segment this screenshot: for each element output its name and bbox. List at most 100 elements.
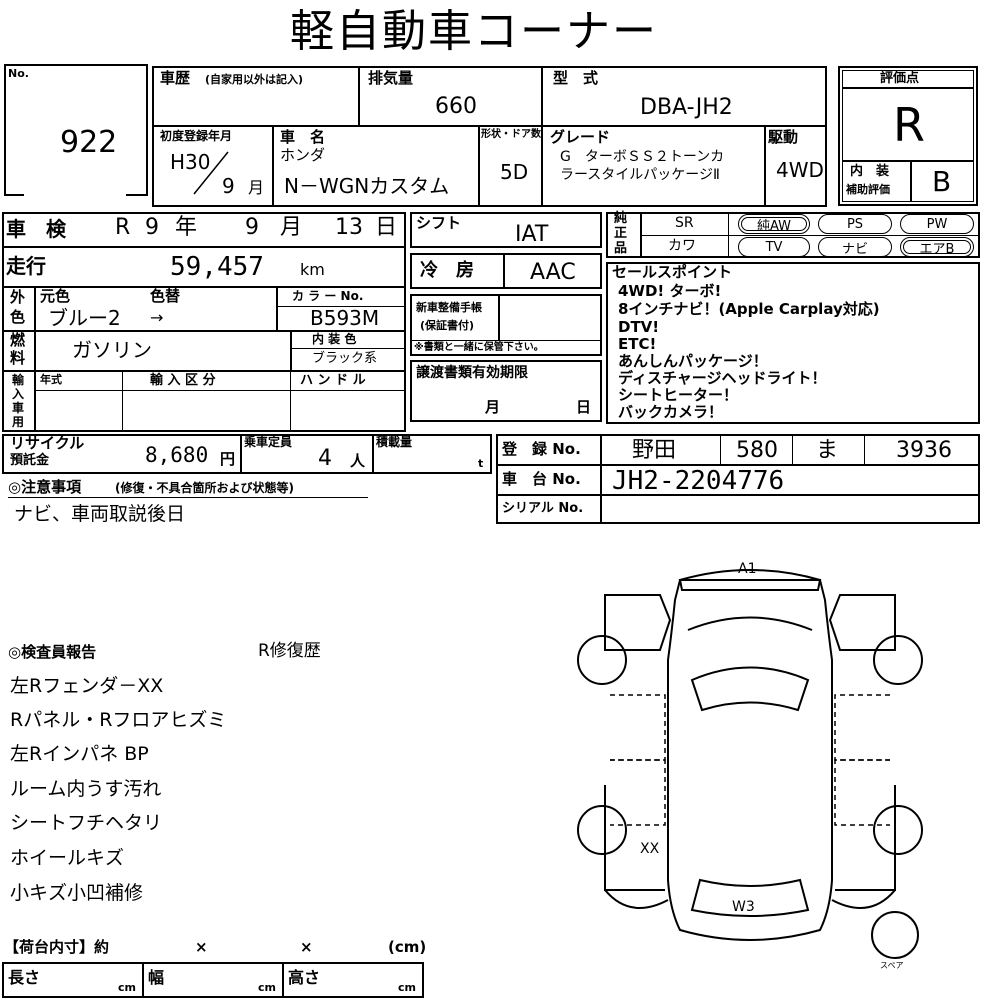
exterior-color-label-2: 色 [10,308,26,326]
color-code-label: カ ラ ー No. [292,289,364,303]
option-leather: カワ [668,238,696,254]
cargo-length-unit: cm [118,981,136,994]
drive-value: 4WD [776,158,824,182]
import-label-3: 車 [12,401,25,415]
model-label: 型 式 [553,69,599,87]
sales-point-1: 4WD! ターボ! [618,282,722,300]
diagram-spare-label: スペア [880,961,904,970]
inspection-day-unit: 日 [375,215,398,240]
interior-color-value: ブラック系 [312,351,378,366]
options-label-1: 純 [614,211,628,226]
registration-class: 580 [736,438,778,463]
history-note: (自家用以外は記入) [205,73,304,86]
interior-eval-label-2: 補助評価 [846,183,890,196]
orig-color-label: 元色 [40,287,71,305]
sales-point-6: ディスチャージヘッドライト！ [618,369,827,387]
registration-number: 3936 [896,438,952,463]
sales-point-2: 8インチナビ！(Apple Carplay対応) [618,300,880,318]
import-category-label: 輸 入 区 分 [150,373,216,388]
doors-label: 形状・ドア数 [481,129,541,140]
option-power-steering: PS [818,214,892,234]
inspection-month: 9 [245,215,259,240]
cargo-height-unit: cm [398,981,416,994]
import-handle-label: ハ ン ド ル [300,373,366,388]
middle-left-frame [2,212,406,432]
middle-center-frame [410,212,602,248]
capacity-label: 乗車定員 [244,435,293,449]
inspector-line-4: ルーム内うす汚れ [10,778,162,800]
orig-color-value: ブルー2 [48,306,121,330]
transfer-month-unit: 月 [485,398,501,416]
cargo-height-label: 高さ [288,968,321,987]
rating-label: 評価点 [880,71,920,86]
recycle-value: 8,680 [145,443,209,467]
chassis-label: 車 台 No. [502,470,581,488]
inspection-month-unit: 月 [280,215,303,240]
car-damage-diagram [577,568,923,959]
page-title: 軽自動車コーナー [290,6,658,57]
inspector-repair-label: R修復歴 [258,641,321,661]
interior-eval-label-1: 内 装 [850,164,890,179]
inspection-label: 車 検 [6,217,66,241]
rating-box [838,66,978,206]
aircon-label: 冷 房 [420,260,474,281]
doors-value: 5D [500,160,529,184]
mileage-value: 59,457 [170,252,264,282]
inspector-label: ◎検査員報告 [8,643,97,661]
interior-eval-score: B [932,165,952,198]
cargo-table [2,962,424,998]
diagram-mark-w3: W3 [732,899,755,915]
option-alloy-wheel: 純AW [738,214,810,234]
registration-label: 登 録 No. [502,440,581,458]
sales-point-8: バックカメラ！ [618,403,724,421]
lot-number: 922 [60,125,118,160]
mileage-label: 走行 [6,254,46,278]
cargo-x-2: × [300,938,313,956]
shift-value: IAT [515,222,549,247]
fuel-value: ガソリン [72,338,152,362]
notes-label: ◎注意事項 [8,478,82,496]
mileage-unit: km [300,260,325,279]
sales-point-7: シートヒーター！ [618,386,739,404]
notes-text: ナビ、車両取説後日 [14,503,186,525]
sales-point-4: ETC! [618,335,657,353]
color-change-arrow: → [150,308,164,327]
fuel-label-2: 料 [10,349,26,367]
inspection-year: 9 [145,215,159,240]
sales-point-3: DTV! [618,318,660,336]
drive-label: 駆動 [768,128,799,146]
aircon-value: AAC [530,260,576,285]
options-label-2: 正 [614,226,628,241]
cargo-unit: (cm) [388,938,427,956]
import-label-1: 輸 [12,373,25,387]
recycle-label-2: 預託金 [10,453,50,468]
inspection-era: R [115,215,131,240]
option-tv: TV [738,237,810,257]
registration-frame [496,434,980,524]
load-label: 積載量 [376,435,413,449]
exterior-color-label-1: 外 [10,288,26,306]
displacement-label: 排気量 [368,69,414,87]
car-name-value: N－WGNカスタム [284,174,450,198]
first-reg-month-unit: 月 [248,178,265,197]
first-reg-label: 初度登録年月 [160,129,233,143]
first-reg-month: 9 [222,174,235,198]
import-label-2: 入 [12,387,25,401]
registration-area: 野田 [632,438,677,463]
first-reg-slash [193,151,229,195]
serial-label: シリアル No. [502,501,584,516]
transfer-label: 譲渡書類有効期限 [416,365,528,381]
inspection-year-unit: 年 [175,215,198,240]
option-sr: SR [675,215,694,231]
cargo-width-unit: cm [258,981,276,994]
inspection-day: 13 [335,215,363,240]
option-navi: ナビ [818,237,892,257]
notes-sub: (修復・不具合箇所および状態等) [115,481,294,495]
service-note: ※書類と一緒に保管下さい。 [414,342,544,353]
model-value: DBA-JH2 [640,95,733,120]
chassis-value: JH2-2204776 [612,466,785,496]
color-code-value: B593M [310,306,380,330]
import-label-4: 用 [12,415,25,429]
options-label-3: 品 [614,241,628,256]
grade-label: グレード [550,128,611,146]
